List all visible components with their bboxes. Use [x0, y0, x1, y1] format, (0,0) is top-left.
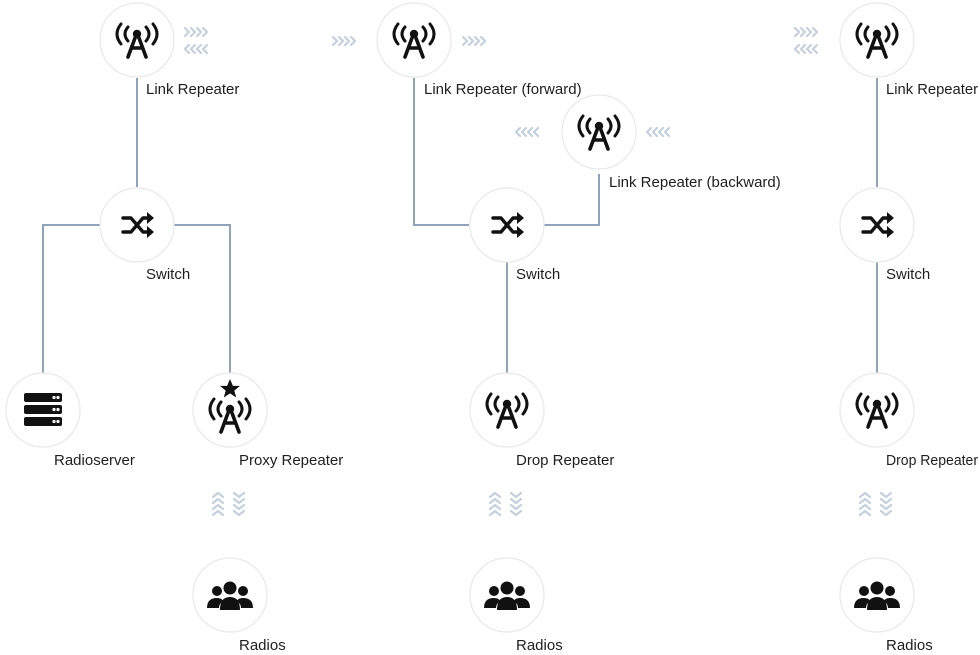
- node-label: Drop Repeater: [886, 452, 978, 469]
- flow-arrows-right: [461, 35, 487, 47]
- node-switch-3[interactable]: Switch: [839, 187, 930, 283]
- flow-arrows-left: [793, 43, 819, 55]
- node-radios-2[interactable]: Radios: [469, 557, 563, 654]
- node-label: Proxy Repeater: [239, 452, 343, 469]
- flow-arrows-left: [514, 126, 540, 138]
- flow-arrows-up: [211, 491, 225, 517]
- node-label: Radioserver: [54, 452, 135, 469]
- node-drop-repeater-3[interactable]: Drop Repeater: [839, 372, 978, 469]
- flow-arrows-down: [879, 491, 893, 517]
- node-link-repeater-3[interactable]: Link Repeater: [839, 2, 978, 98]
- node-link-repeater-1[interactable]: Link Repeater: [99, 2, 239, 98]
- flow-arrows-left: [645, 126, 671, 138]
- flow-arrows-right: [793, 26, 819, 38]
- flow-arrows-down: [509, 491, 523, 517]
- node-label: Radios: [516, 637, 563, 654]
- node-radios-1[interactable]: Radios: [192, 557, 286, 654]
- server-icon: [24, 393, 62, 426]
- node-drop-repeater-2[interactable]: Drop Repeater: [469, 372, 614, 469]
- flow-arrows-up: [488, 491, 502, 517]
- node-label: Link Repeater: [886, 81, 978, 98]
- node-link-repeater-forward[interactable]: Link Repeater (forward): [376, 2, 582, 98]
- flow-arrows-up: [858, 491, 872, 517]
- node-label: Switch: [886, 266, 930, 283]
- node-label: Radios: [886, 637, 933, 654]
- node-label: Link Repeater (forward): [424, 81, 582, 98]
- node-link-repeater-backward[interactable]: Link Repeater (backward): [561, 94, 781, 191]
- connector-backward-to-switch: [544, 174, 600, 226]
- connectors: [42, 78, 878, 373]
- node-label: Switch: [146, 266, 190, 283]
- node-label: Link Repeater: [146, 81, 239, 98]
- node-radioserver[interactable]: Radioserver: [5, 372, 135, 469]
- node-radios-3[interactable]: Radios: [839, 557, 933, 654]
- node-label: Switch: [516, 266, 560, 283]
- connector-switch-to-radioserver: [42, 224, 100, 373]
- flow-arrows-down: [232, 491, 246, 517]
- flow-arrows-right: [331, 35, 357, 47]
- node-switch-1[interactable]: Switch: [99, 187, 190, 283]
- flow-arrows-left: [183, 43, 209, 55]
- node-label: Drop Repeater: [516, 452, 614, 469]
- node-switch-2[interactable]: Switch: [469, 187, 560, 283]
- connector-switch-to-proxy: [174, 224, 231, 373]
- flow-arrows-right: [183, 26, 209, 38]
- node-label: Link Repeater (backward): [609, 174, 781, 191]
- node-proxy-repeater[interactable]: Proxy Repeater: [192, 372, 343, 469]
- node-label: Radios: [239, 637, 286, 654]
- connector-forward-to-switch: [413, 78, 469, 226]
